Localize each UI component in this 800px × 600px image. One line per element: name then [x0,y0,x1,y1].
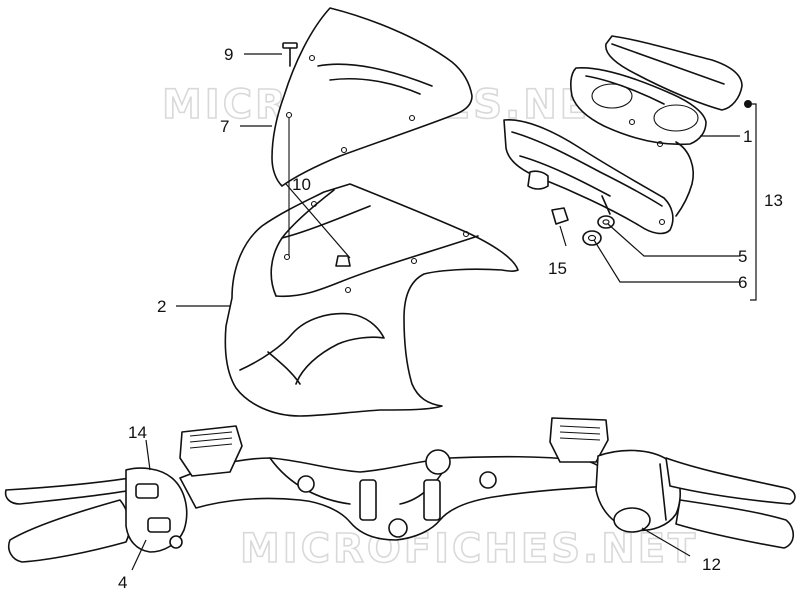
watermark-bottom: MICROFICHES.NET [240,526,698,572]
leader-lines [131,53,757,571]
handlebar [4,417,796,563]
callout-15: 15 [548,259,567,278]
callout-4: 4 [118,573,127,592]
callout-6: 6 [738,273,747,292]
windscreen [271,7,473,256]
callout-5: 5 [738,247,747,266]
screw [282,42,298,67]
washer [597,215,615,229]
callout-2: 2 [157,297,166,316]
callout-9: 9 [224,45,233,64]
clip-nut [551,207,569,225]
callout-13: 13 [764,191,783,210]
callout-7: 7 [220,117,229,136]
instrument-cluster [503,35,743,235]
nut [582,230,602,246]
callout-12: 12 [702,555,721,574]
front-fairing [224,183,519,417]
callout-10: 10 [292,175,311,194]
callout-1: 1 [743,127,752,146]
callout-14: 14 [128,423,147,442]
